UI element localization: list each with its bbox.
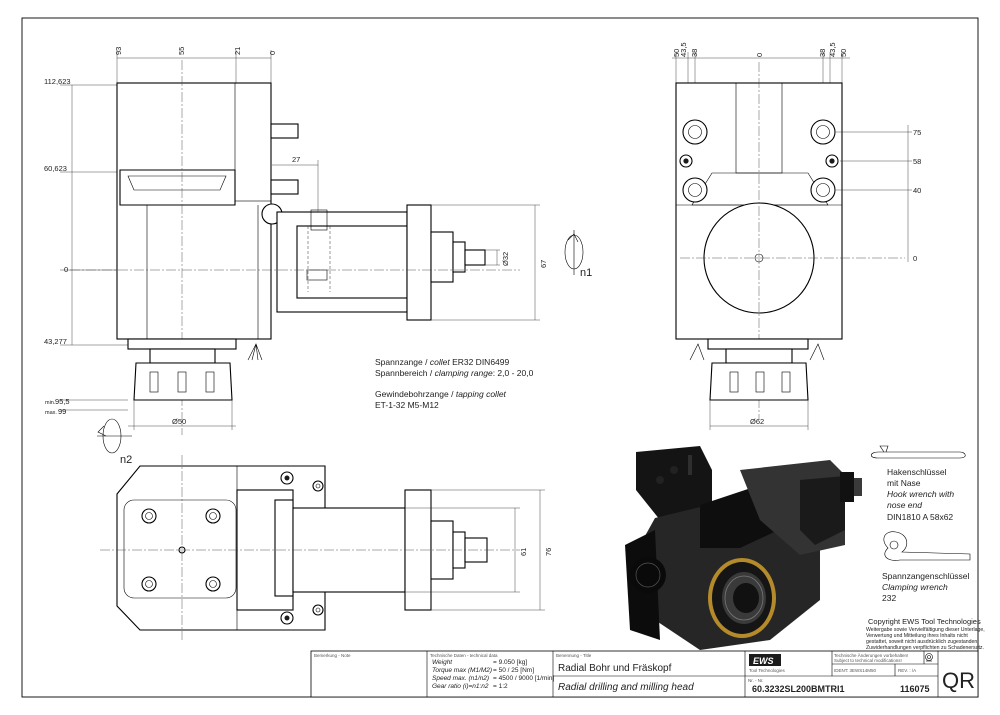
collet-en: collet: [430, 357, 450, 367]
title-english: Radial drilling and milling head: [558, 682, 694, 693]
label-n1: n1: [580, 267, 592, 279]
collet-notes: Spannzange / collet ER32 DIN6499 Spannbe…: [375, 357, 534, 410]
clamping-wrench-spec: 232: [882, 593, 896, 603]
dim-min-label: min.: [45, 400, 56, 406]
label-n2: n2: [120, 454, 132, 466]
svg-text:Gewindebohrzange / tapping col: Gewindebohrzange / tapping collet: [375, 389, 507, 399]
tech-change-de: Technische Änderungen vorbehalten!: [834, 652, 908, 658]
ews-logo: EWS: [753, 656, 774, 666]
dim-max-value: 99: [58, 407, 66, 416]
hook-wrench-en-1: Hook wrench with: [887, 489, 954, 499]
tech-change-en: Subject to technical modifications!: [834, 658, 902, 663]
tapping-collet-de: Gewindebohrzange /: [375, 389, 454, 399]
dim-0-front: 0: [755, 53, 764, 57]
copyright-line-1: Copyright EWS Tool Technologies: [868, 617, 981, 626]
copyright-line-3: Verwertung und Mitteilung ihres Inhalts …: [866, 633, 968, 639]
svg-text:Spannbereich / clamping range:: Spannbereich / clamping range: 2,0 - 20,…: [375, 368, 534, 378]
copyright-line-4: gestattet, soweit nicht ausdrücklich zug…: [866, 639, 979, 645]
weight-key: Weight: [432, 659, 453, 666]
title-label: Benennung - Title: [556, 653, 592, 658]
front-view: 50 43,5 38 0 38 43,5 50 75 58 40 0: [672, 42, 921, 430]
side-view: 93 55 21 0 112,623 60,623 0 43,277 min. …: [44, 47, 548, 435]
dim-21: 21: [233, 47, 242, 55]
copyright-notice: Copyright EWS Tool Technologies Weiterga…: [866, 617, 985, 651]
dim-43-5-left: 43,5: [679, 42, 688, 57]
part-number: 60.3232SL200BMTRI1: [752, 684, 845, 694]
collet-de: Spannzange /: [375, 357, 428, 367]
dim-0-left: 0: [64, 265, 68, 274]
remark-label: Bemerkung - Note: [314, 653, 351, 658]
torque-value: = 50 / 25 [Nm]: [493, 667, 534, 674]
dim-40: 40: [913, 186, 921, 195]
dim-75: 75: [913, 128, 921, 137]
revision: REV. : /A: [898, 668, 916, 673]
dim-67: 67: [539, 260, 548, 268]
dim-55: 55: [177, 47, 186, 55]
speed-key: Speed max. (n1/n2): [432, 675, 489, 682]
torque-key: Torque max (M1/M2): [432, 667, 492, 674]
ident-code: IDENT: 3EWS14M50: [834, 668, 877, 673]
copyright-line-2: Weitergabe sowie Vervielfältigung dieser…: [866, 627, 985, 633]
dim-61: 61: [519, 548, 528, 556]
dim-76: 76: [544, 548, 553, 556]
dim-0-top: 0: [268, 51, 277, 55]
dim-43-5-right: 43,5: [828, 42, 837, 57]
clamping-wrench-de: Spannzangenschlüssel: [882, 571, 970, 581]
weight-value: = 9.050 [kg]: [493, 659, 527, 666]
title-block: Bemerkung - Note Technische Daten - tech…: [310, 650, 979, 698]
dim-27: 27: [292, 155, 300, 164]
qr-mark: QR: [942, 668, 975, 693]
hook-wrench-de-1: Hakenschlüssel: [887, 467, 947, 477]
ident-number: 116075: [900, 684, 930, 694]
dim-60-623: 60,623: [44, 164, 67, 173]
tech-data-label: Technische Daten - technical data: [430, 653, 498, 658]
dim-112-623: 112,623: [44, 77, 71, 86]
gear-ratio-key: Gear ratio (i)=n1:n2: [432, 683, 489, 690]
dim-diameter-32: Ø32: [501, 252, 510, 266]
title-german: Radial Bohr und Fräskopf: [558, 663, 672, 674]
dim-50-left: 50: [672, 49, 681, 57]
dim-43-277: 43,277: [44, 337, 67, 346]
isometric-render: [625, 446, 862, 650]
clamp-range-de: Spannbereich /: [375, 368, 433, 378]
dim-max-label: max.: [45, 410, 57, 416]
svg-text:Spannzange / collet ER32 D: Spannzange / collet ER32 DIN6499: [375, 357, 510, 367]
clamp-range-value: : 2,0 - 20,0: [493, 368, 534, 378]
collet-spec: ER32 DIN6499: [452, 357, 509, 367]
tapping-collet-en: tapping collet: [456, 389, 507, 399]
dim-min-value: 95,5: [55, 397, 70, 406]
dim-0-right: 0: [913, 254, 917, 263]
dim-38-right: 38: [818, 49, 827, 57]
tapping-collet-spec: ET-1-32 M5-M12: [375, 400, 439, 410]
number-label: Nr. - Nr.: [748, 678, 764, 683]
dim-50-right: 50: [839, 49, 848, 57]
hook-wrench-de-2: mit Nase: [887, 478, 921, 488]
dim-93: 93: [114, 47, 123, 55]
hook-wrench: Hakenschlüssel mit Nase Hook wrench with…: [870, 445, 966, 522]
hook-wrench-spec: DIN1810 A 58x62: [887, 512, 953, 522]
speed-value: = 4500 / 9000 [1/min]: [493, 675, 554, 682]
bolt-holes: [679, 119, 839, 203]
clamping-wrench: Spannzangenschlüssel Clamping wrench 232: [882, 531, 971, 603]
hook-wrench-en-2: nose end: [887, 500, 922, 510]
rotation-symbol-n2: n2: [97, 418, 132, 466]
dim-diameter-50: Ø50: [172, 417, 186, 426]
dim-58: 58: [913, 157, 921, 166]
dim-38-left: 38: [690, 49, 699, 57]
clamp-range-en: clamping range: [435, 368, 493, 378]
top-view: 61 76: [100, 455, 553, 640]
gear-ratio-value: = 1:2: [493, 683, 508, 690]
dim-diameter-62: Ø62: [750, 417, 764, 426]
copyright-line-5: Zuwiderhandlungen verpflichten zu Schade…: [866, 645, 984, 651]
clamping-wrench-en: Clamping wrench: [882, 582, 948, 592]
ews-logo-subtitle: Tool Technologies: [749, 668, 785, 673]
rotation-symbol-n1: n1: [564, 230, 592, 279]
